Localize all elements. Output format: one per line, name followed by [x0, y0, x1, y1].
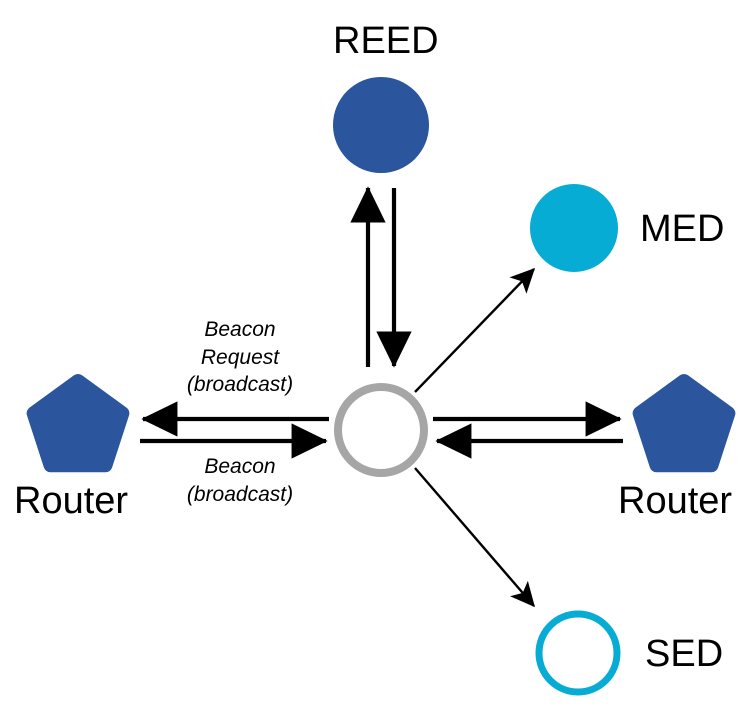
- node-label-router-right: Router: [618, 480, 733, 522]
- node-router-left[interactable]: [26, 374, 130, 473]
- edge-center-to-med: [414, 267, 536, 393]
- node-med[interactable]: [530, 184, 618, 272]
- edge-label-beacon-request: Beacon Request (broadcast): [186, 318, 294, 397]
- node-router-right[interactable]: [632, 374, 736, 473]
- node-reed[interactable]: [333, 77, 429, 173]
- node-label-sed: SED: [645, 633, 724, 675]
- node-label-router-left: Router: [14, 480, 129, 522]
- node-label-med: MED: [640, 208, 725, 250]
- edge-group-center-router-right: [433, 401, 623, 459]
- edge-group-center-router-left: [140, 401, 329, 459]
- edge-label-beacon: Beacon (broadcast): [186, 455, 294, 506]
- node-label-reed: REED: [333, 20, 439, 62]
- node-center[interactable]: [334, 383, 428, 477]
- node-sed[interactable]: [535, 610, 621, 696]
- edge-center-to-sed: [414, 467, 535, 608]
- edge-group-center-reed: [350, 186, 412, 368]
